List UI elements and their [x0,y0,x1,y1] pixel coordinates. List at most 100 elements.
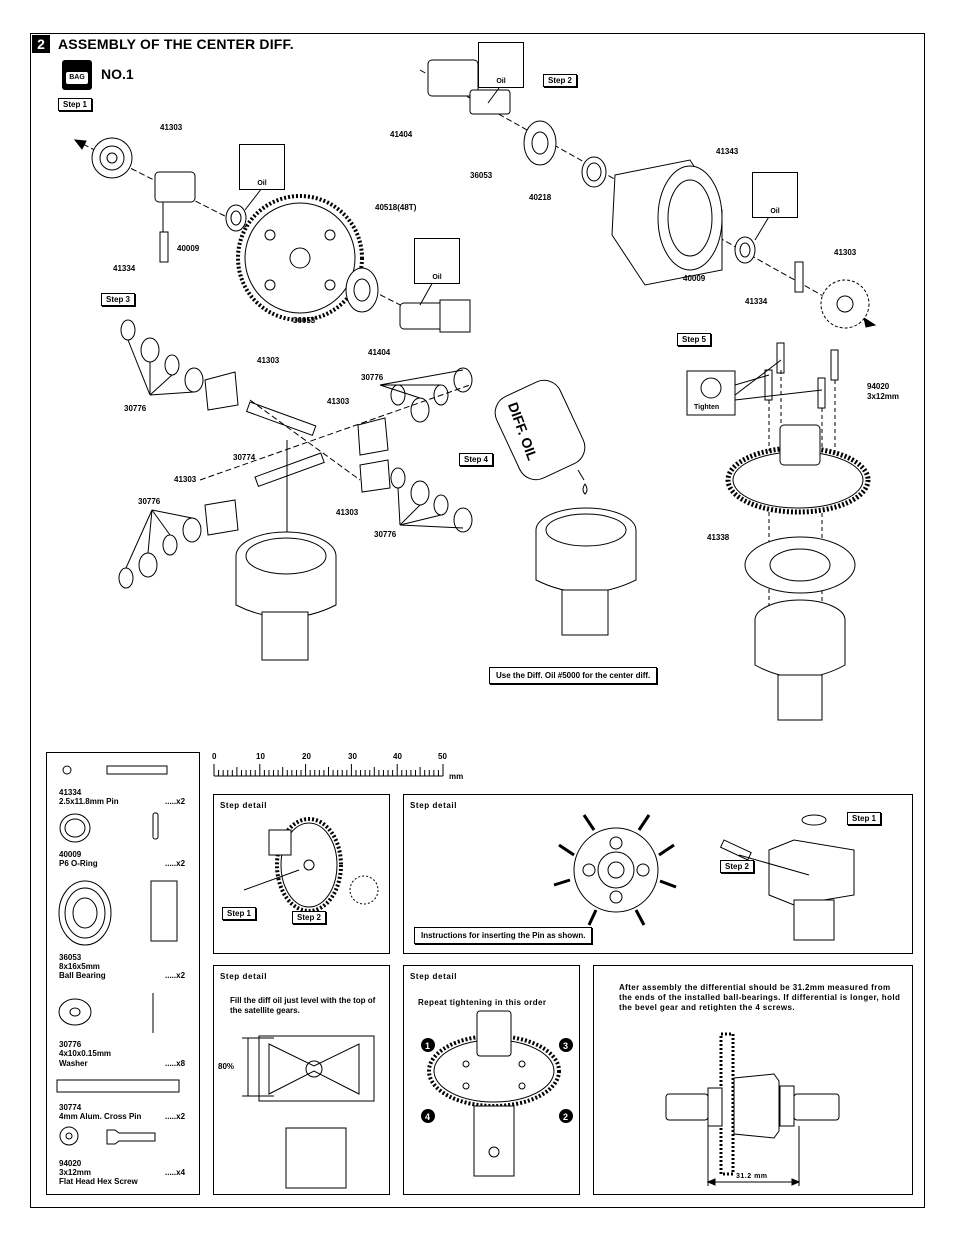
legend-number: 30774 [59,1103,82,1112]
step-number-badge: 2 [32,35,50,53]
step-detail-pin: Step detail Instructions for inserting t… [403,794,913,954]
detail-length-drawing [665,1032,840,1186]
legend-number: 40009 [59,850,82,859]
part-number: 40009 [177,244,200,253]
legend-number: 30776 [59,1040,82,1049]
part-number: 41338 [707,533,730,542]
page-title: ASSEMBLY OF THE CENTER DIFF. [58,36,294,52]
legend-number: 41334 [59,788,82,797]
detail-title: Step detail [220,801,268,810]
ruler-tick-label: 30 [348,752,357,761]
step-label: Step 4 [459,453,494,466]
step-label: Step 1 [222,907,257,920]
exploded-view-drawing [73,59,877,721]
part-number: 36053 [470,171,493,180]
tighten-label: Tighten [694,404,720,411]
detail-title: Step detail [410,972,458,981]
oil-label: Oil [257,180,267,187]
oil-callout: Oil [414,238,460,284]
part-number: 30774 [233,453,256,462]
part-number: 41303 [257,356,280,365]
step-label: Step 1 [58,98,93,111]
legend-qty: .....x2 [165,859,186,868]
detail-gear-drawing [243,817,379,913]
step-detail-gear: Step detail Step 1 Step 2 [213,794,390,954]
part-number: 41334 [113,264,136,273]
page-frame [30,33,925,1208]
part-number: 41303 [160,123,183,132]
bag-number: NO.1 [101,66,134,82]
bag-icon: BAG [62,60,92,90]
part-number: 41334 [745,297,768,306]
legend-qty: .....x2 [165,971,186,980]
legend-name: Ball Bearing [59,971,106,980]
order-number: 3 [563,1041,569,1051]
part-number: 30776 [138,497,161,506]
legend-name: 4mm Alum. Cross Pin [59,1112,142,1121]
length-instruction: After assembly the differential should b… [619,983,901,1012]
step-detail-tightening: Step detail Repeat tightening in this or… [403,965,580,1195]
part-number: 41343 [716,147,739,156]
legend-number: 36053 [59,953,82,962]
part-number: 41404 [390,130,413,139]
oil-callout: Oil [239,144,285,190]
tightening-order-text: Repeat tightening in this order [418,998,547,1007]
oil-fill-percent: 80% [218,1062,235,1071]
order-number: 1 [425,1041,431,1051]
parts-legend: 41334 2.5x11.8mm Pin .....x2 40009 P6 O-… [46,752,200,1195]
legend-qty: .....x4 [165,1168,186,1177]
detail-title: Step detail [220,972,268,981]
ruler-tick-label: 20 [302,752,311,761]
legend-qty: .....x2 [165,1112,186,1121]
step-label: Step 3 [101,293,136,306]
step-label: Step 2 [720,860,755,873]
step-detail-length: After assembly the differential should b… [593,965,913,1195]
detail-oil-fill-drawing [242,1035,375,1189]
part-number: 41404 [368,348,391,357]
oil-fill-instruction: Fill the diff oil just level with the to… [230,996,376,1015]
ruler-tick-label: 50 [438,752,447,761]
part-number: 40218 [529,193,552,202]
legend-number: 94020 [59,1159,82,1168]
legend-qty: .....x2 [165,797,186,806]
parts-legend-drawing [56,765,180,1146]
oil-label: Oil [496,78,506,85]
ruler-unit: mm [449,772,464,781]
ruler-tick-label: 10 [256,752,265,761]
order-number: 2 [563,1112,569,1122]
legend-name: Washer [59,1059,88,1068]
part-number: 30776 [124,404,147,413]
part-number: 41303 [834,248,857,257]
part-number: 94020 [867,382,890,391]
legend-name: P6 O-Ring [59,859,98,868]
pin-instruction: Instructions for inserting the Pin as sh… [414,927,593,944]
diff-oil-note: Use the Diff. Oil #5000 for the center d… [489,667,658,684]
oil-callout: Oil [478,42,524,88]
ruler-scale [213,764,444,777]
part-number: 40009 [683,274,706,283]
length-value: 31.2 mm [736,1173,768,1180]
legend-name: 3x12mm [59,1168,92,1177]
step-label: Step 2 [292,911,327,924]
order-number: 4 [425,1112,431,1122]
part-number: 40518(48T) [375,203,417,212]
part-number: 41303 [336,508,359,517]
legend-qty: .....x8 [165,1059,186,1068]
oil-callout: Oil [752,172,798,218]
detail-tightening-drawing [421,1010,573,1177]
part-number: 41303 [174,475,197,484]
detail-pin-drawing [553,814,855,941]
step-label: Step 1 [847,812,882,825]
part-number: 36053 [293,316,316,325]
part-number: 30776 [361,373,384,382]
legend-name: Flat Head Hex Screw [59,1177,138,1186]
oil-label: Oil [432,274,442,281]
part-number: 41303 [327,397,350,406]
detail-title: Step detail [410,801,458,810]
ruler-tick-label: 40 [393,752,402,761]
part-number: 30776 [374,530,397,539]
step-label: Step 2 [543,74,578,87]
step-detail-oil-fill: Step detail Fill the diff oil just level… [213,965,390,1195]
oil-label: Oil [770,208,780,215]
legend-name: 2.5x11.8mm Pin [59,797,119,806]
